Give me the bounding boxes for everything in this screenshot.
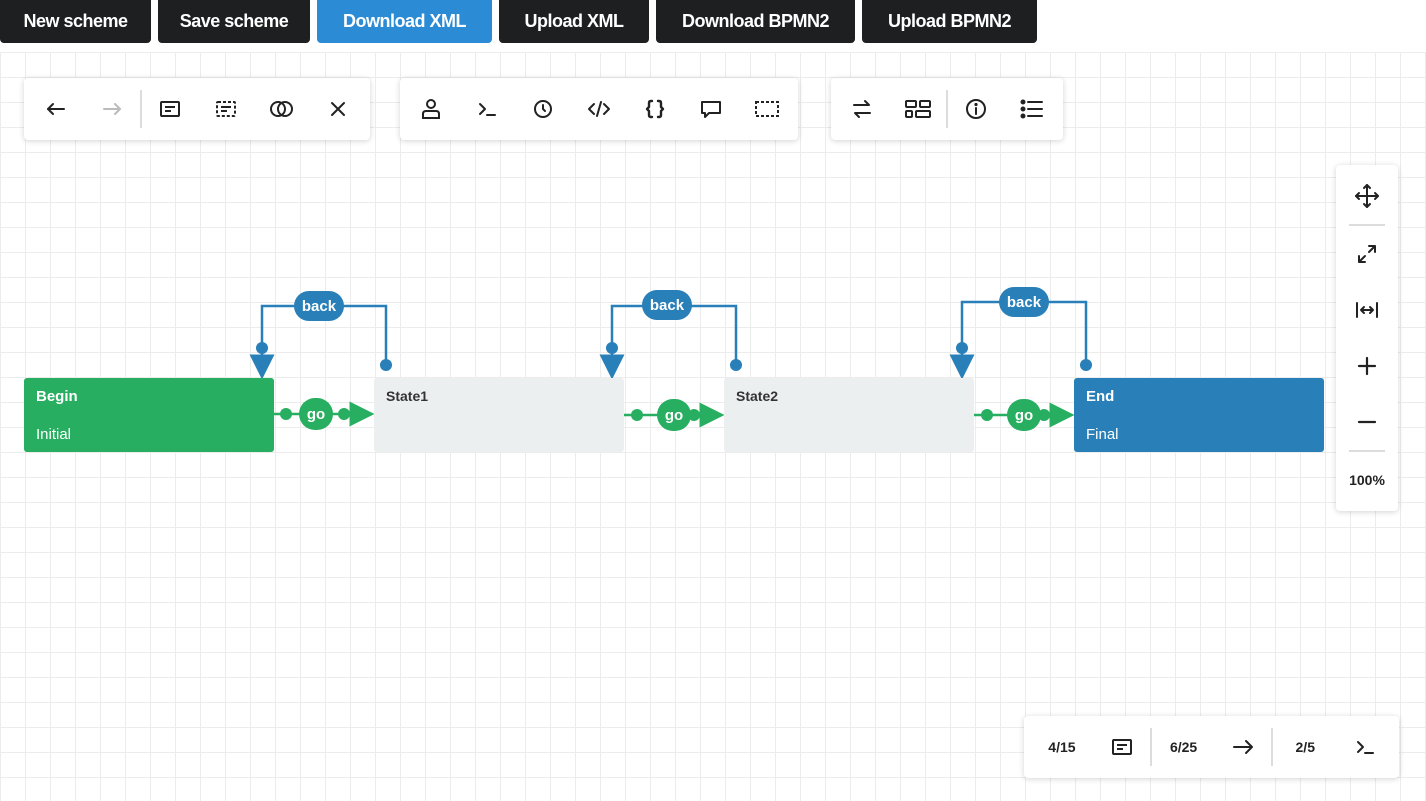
- toolbar-divider: [140, 90, 142, 128]
- activity-subtitle: Final: [1086, 426, 1119, 443]
- go-label[interactable]: go: [299, 398, 333, 430]
- zoom-level[interactable]: 100%: [1349, 472, 1385, 488]
- back-label[interactable]: back: [294, 291, 344, 321]
- activity-subtitle: Initial: [36, 426, 72, 443]
- select-area-icon[interactable]: [198, 78, 254, 140]
- list-icon[interactable]: [1004, 78, 1060, 140]
- view-toolbar: [831, 78, 1063, 140]
- activity-icon: [1094, 735, 1150, 759]
- activity-title: State1: [386, 388, 429, 404]
- activity-title: End: [1086, 388, 1115, 405]
- activity-title: State2: [736, 388, 779, 404]
- zoom-in-icon[interactable]: [1336, 338, 1398, 394]
- upload-bpmn2-button[interactable]: Upload BPMN2: [862, 0, 1037, 43]
- activity-state1[interactable]: State1: [374, 378, 624, 452]
- upload-xml-button[interactable]: Upload XML: [499, 0, 649, 43]
- go-label[interactable]: go: [1007, 399, 1041, 431]
- close-icon[interactable]: [310, 78, 366, 140]
- activity-end[interactable]: End Final: [1074, 378, 1324, 452]
- back-label[interactable]: back: [642, 290, 692, 320]
- top-toolbar: New scheme Save scheme Download XML Uplo…: [0, 0, 1426, 44]
- back-label[interactable]: back: [999, 287, 1049, 317]
- panel-divider: [1349, 450, 1385, 452]
- stats-panel: 4/15 6/25 2/5: [1024, 716, 1399, 778]
- panel-divider: [1271, 728, 1274, 766]
- command-icon[interactable]: [459, 78, 515, 140]
- commands-count: 2/5: [1295, 739, 1315, 755]
- designer-canvas[interactable]: Begin Initial State1 State2 End Final ba…: [0, 52, 1426, 801]
- activity-begin[interactable]: Begin Initial: [24, 378, 274, 452]
- activities-count: 4/15: [1048, 739, 1076, 755]
- layout-icon[interactable]: [890, 78, 946, 140]
- arrow-right-icon: [1216, 735, 1272, 759]
- undo-icon[interactable]: [28, 78, 84, 140]
- command-icon: [1337, 735, 1393, 759]
- info-icon[interactable]: [948, 78, 1004, 140]
- activity-icon[interactable]: [142, 78, 198, 140]
- edit-toolbar: [24, 78, 370, 140]
- fit-width-icon[interactable]: [1336, 282, 1398, 338]
- download-xml-button[interactable]: Download XML: [317, 0, 492, 43]
- area-icon[interactable]: [739, 78, 795, 140]
- transitions-count: 6/25: [1169, 739, 1198, 755]
- save-scheme-button[interactable]: Save scheme: [158, 0, 310, 43]
- move-icon[interactable]: [1336, 168, 1398, 224]
- toolbar-divider: [946, 90, 948, 128]
- new-scheme-button[interactable]: New scheme: [0, 0, 151, 43]
- toggle-icon[interactable]: [254, 78, 310, 140]
- code-icon[interactable]: [571, 78, 627, 140]
- zoom-out-icon[interactable]: [1336, 394, 1398, 450]
- activity-title: Begin: [36, 388, 78, 405]
- insert-toolbar: [400, 78, 798, 140]
- timer-icon[interactable]: [515, 78, 571, 140]
- zoom-panel: 100%: [1336, 165, 1398, 511]
- expand-icon[interactable]: [1336, 226, 1398, 282]
- swap-icon[interactable]: [834, 78, 890, 140]
- activity-state2[interactable]: State2: [724, 378, 974, 452]
- go-label[interactable]: go: [657, 399, 691, 431]
- actor-icon[interactable]: [403, 78, 459, 140]
- comment-icon[interactable]: [683, 78, 739, 140]
- download-bpmn2-button[interactable]: Download BPMN2: [656, 0, 855, 43]
- redo-icon[interactable]: [84, 78, 140, 140]
- panel-divider: [1149, 728, 1152, 766]
- parameters-icon[interactable]: [627, 78, 683, 140]
- panel-divider: [1349, 224, 1385, 226]
